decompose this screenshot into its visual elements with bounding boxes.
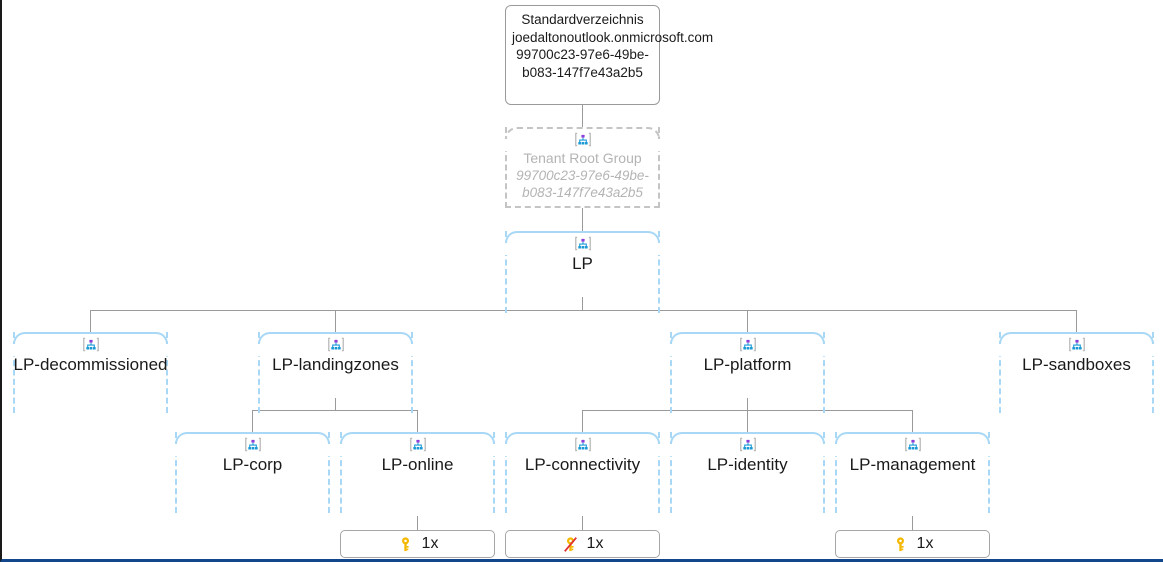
node-tenant-root-group[interactable]: Tenant Root Group 99700c23-97e6-49be- b0… <box>505 127 660 208</box>
connector-to-online <box>417 410 418 432</box>
connector-row2-bus <box>90 310 1076 311</box>
node-label: Tenant Root Group <box>523 150 642 166</box>
connector-landingzones-down <box>335 398 336 410</box>
management-group-icon <box>739 336 756 353</box>
node-top-cap <box>13 332 168 356</box>
node-lp-decommissioned[interactable]: LP-decommissioned <box>13 332 168 413</box>
subscription-pill-management[interactable]: 1x <box>835 530 990 558</box>
node-outline <box>999 332 1154 413</box>
node-outline <box>505 127 660 208</box>
node-top-cap <box>175 432 330 456</box>
node-outline <box>505 432 660 513</box>
node-lp-sandboxes[interactable]: LP-sandboxes <box>999 332 1154 413</box>
management-group-icon <box>1068 336 1085 353</box>
node-label: LP-online <box>381 455 454 474</box>
node-label: LP-corp <box>222 455 283 474</box>
node-outline <box>835 432 990 513</box>
node-outline <box>505 231 660 313</box>
connector-connectivity-to-subs <box>582 516 583 530</box>
node-label: LP-sandboxes <box>1022 355 1131 374</box>
connector-to-decommissioned <box>90 310 91 332</box>
node-top-cap <box>505 231 660 255</box>
subscription-pill-online[interactable]: 1x <box>340 530 495 558</box>
management-group-icon <box>82 336 99 353</box>
node-outline <box>340 432 495 513</box>
connector-to-landingzones <box>335 310 336 332</box>
connector-to-management <box>912 410 913 432</box>
node-top-cap <box>670 432 825 456</box>
connector-lp-down <box>582 297 583 311</box>
node-lp-landingzones[interactable]: LP-landingzones <box>258 332 413 413</box>
connector-to-connectivity <box>582 410 583 432</box>
node-top-cap <box>258 332 413 356</box>
node-top-cap <box>670 332 825 356</box>
management-group-icon <box>244 436 261 453</box>
node-label: LP-platform <box>703 355 792 374</box>
management-group-icon <box>904 436 921 453</box>
node-label: LP-connectivity <box>524 455 641 474</box>
connector-to-identity <box>747 410 748 432</box>
node-lp[interactable]: LP <box>505 231 660 313</box>
node-lp-connectivity[interactable]: LP-connectivity <box>505 432 660 513</box>
connector-online-to-subs <box>417 516 418 530</box>
node-top-cap <box>505 127 660 151</box>
node-top-cap <box>999 332 1154 356</box>
node-label: LP-landingzones <box>272 355 399 374</box>
node-outline <box>258 332 413 413</box>
node-outline <box>670 432 825 513</box>
subscription-count: 1x <box>586 535 604 552</box>
connector-tenant-to-root <box>582 105 583 127</box>
node-id-label: 99700c23-97e6-49be- b083-147f7e43a2b5 <box>516 168 649 200</box>
connector-to-corp <box>252 410 253 432</box>
connector-to-sandboxes <box>1076 310 1077 332</box>
connector-management-to-subs <box>912 516 913 530</box>
connector-root-to-lp <box>582 208 583 231</box>
node-outline <box>13 332 168 413</box>
management-group-icon <box>739 436 756 453</box>
management-group-icon <box>574 131 591 148</box>
management-group-icon <box>409 436 426 453</box>
node-top-cap <box>505 432 660 456</box>
connector-to-platform <box>747 310 748 332</box>
node-lp-platform[interactable]: LP-platform <box>670 332 825 413</box>
node-lp-management[interactable]: LP-management <box>835 432 990 513</box>
management-group-icon <box>574 436 591 453</box>
management-group-icon <box>327 336 344 353</box>
node-label: LP-identity <box>707 455 788 474</box>
management-group-icon <box>574 235 591 252</box>
subscription-count: 1x <box>421 535 439 552</box>
subscription-pill-connectivity[interactable]: 1x <box>505 530 660 558</box>
node-lp-online[interactable]: LP-online <box>340 432 495 513</box>
connector-landingzones-bus <box>252 410 418 411</box>
node-label: LP-management <box>849 455 976 474</box>
node-label: LP <box>572 254 593 273</box>
node-top-cap <box>340 432 495 456</box>
connector-platform-down <box>747 398 748 410</box>
node-top-cap <box>835 432 990 456</box>
tenant-directory-card: Standardverzeichnis joedaltonoutlook.onm… <box>505 5 713 105</box>
node-outline <box>670 332 825 413</box>
node-lp-identity[interactable]: LP-identity <box>670 432 825 513</box>
key-icon <box>397 536 414 553</box>
node-outline <box>175 432 330 513</box>
key-icon <box>892 536 909 553</box>
subscription-count: 1x <box>916 535 934 552</box>
node-lp-corp[interactable]: LP-corp <box>175 432 330 513</box>
key-disabled-icon <box>562 536 579 553</box>
node-label: LP-decommissioned <box>13 355 168 374</box>
